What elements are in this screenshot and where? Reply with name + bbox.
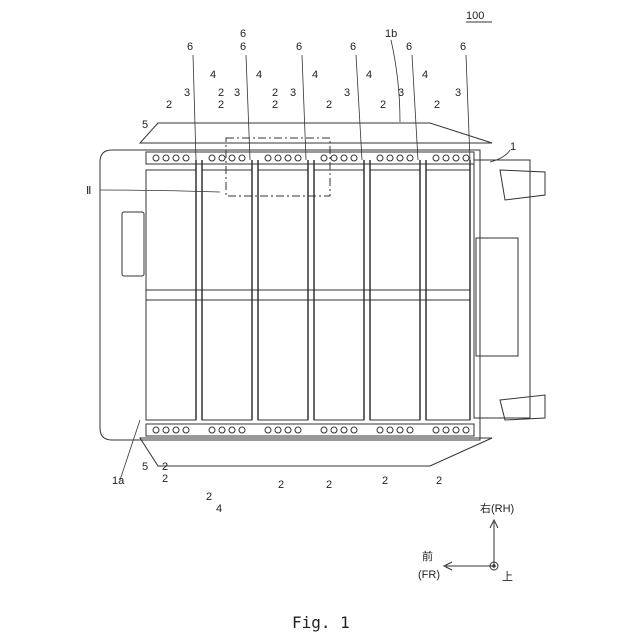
battery-cell — [314, 170, 364, 420]
part-label: 1 — [510, 141, 516, 153]
part-label: 2 — [162, 461, 168, 473]
fastener-row-bottom — [146, 424, 474, 436]
battery-cell — [426, 170, 470, 420]
side-sill-top — [140, 123, 492, 143]
part-label: 2 — [326, 479, 332, 491]
part-label: 6 — [187, 41, 193, 53]
part-label: 3 — [398, 87, 404, 99]
front-bumper-bottom — [500, 395, 545, 420]
compass-front-label: 前 — [422, 549, 433, 563]
part-label: 1b — [385, 28, 397, 40]
part-label: 6 — [460, 41, 466, 53]
figure-reference-number: 100 — [466, 10, 484, 22]
part-label: 2 — [218, 99, 224, 111]
part-label: 2 — [218, 87, 224, 99]
front-module — [474, 160, 530, 418]
part-label: 3 — [455, 87, 461, 99]
battery-cell — [258, 170, 308, 420]
top-labels: 6 6 6 6 6 6 6 1b 4 4 4 4 4 3 3 3 3 3 3 2… — [86, 28, 516, 197]
part-label: 4 — [256, 69, 262, 81]
rear-window — [122, 212, 144, 276]
part-label: 3 — [290, 87, 296, 99]
battery-cell — [370, 170, 420, 420]
part-label: 2 — [166, 99, 172, 111]
part-label: 5 — [142, 119, 148, 131]
part-label: 4 — [312, 69, 318, 81]
part-label: 5 — [142, 461, 148, 473]
part-label: 2 — [380, 99, 386, 111]
part-label: 3 — [234, 87, 240, 99]
compass-up-label: 上 — [502, 570, 513, 583]
side-sill-bottom — [140, 438, 492, 466]
bottom-labels: 1a 5 2 2 2 2 2 2 2 4 — [112, 461, 442, 515]
front-module-inner — [476, 238, 518, 356]
part-label: 4 — [366, 69, 372, 81]
part-label: 2 — [278, 479, 284, 491]
part-label: 6 — [350, 41, 356, 53]
front-bumper-top — [500, 170, 545, 200]
part-label: 2 — [206, 491, 212, 503]
part-label: 6 — [406, 41, 412, 53]
compass-front-sub: (FR) — [418, 569, 440, 581]
battery-cell — [202, 170, 252, 420]
part-label: 2 — [382, 475, 388, 487]
part-label: 2 — [272, 87, 278, 99]
figure-caption: Fig. 1 — [292, 613, 350, 632]
part-label: 6 — [240, 28, 246, 40]
part-label: 3 — [184, 87, 190, 99]
part-label: 4 — [210, 69, 216, 81]
compass-right-label: 右(RH) — [480, 501, 514, 515]
vehicle-outline — [100, 150, 480, 440]
battery-cell — [146, 170, 196, 420]
fastener-row-top — [146, 152, 474, 164]
part-label: 4 — [216, 503, 222, 515]
part-label: 2 — [436, 475, 442, 487]
part-label: Ⅱ — [86, 185, 91, 197]
part-label: 2 — [326, 99, 332, 111]
leader-lines — [100, 40, 510, 480]
compass — [444, 520, 498, 570]
part-label: 2 — [162, 473, 168, 485]
part-label: 6 — [240, 41, 246, 53]
part-label: 4 — [422, 69, 428, 81]
part-label: 2 — [272, 99, 278, 111]
part-label: 3 — [344, 87, 350, 99]
part-label: 1a — [112, 475, 125, 487]
part-label: 2 — [434, 99, 440, 111]
part-label: 6 — [296, 41, 302, 53]
